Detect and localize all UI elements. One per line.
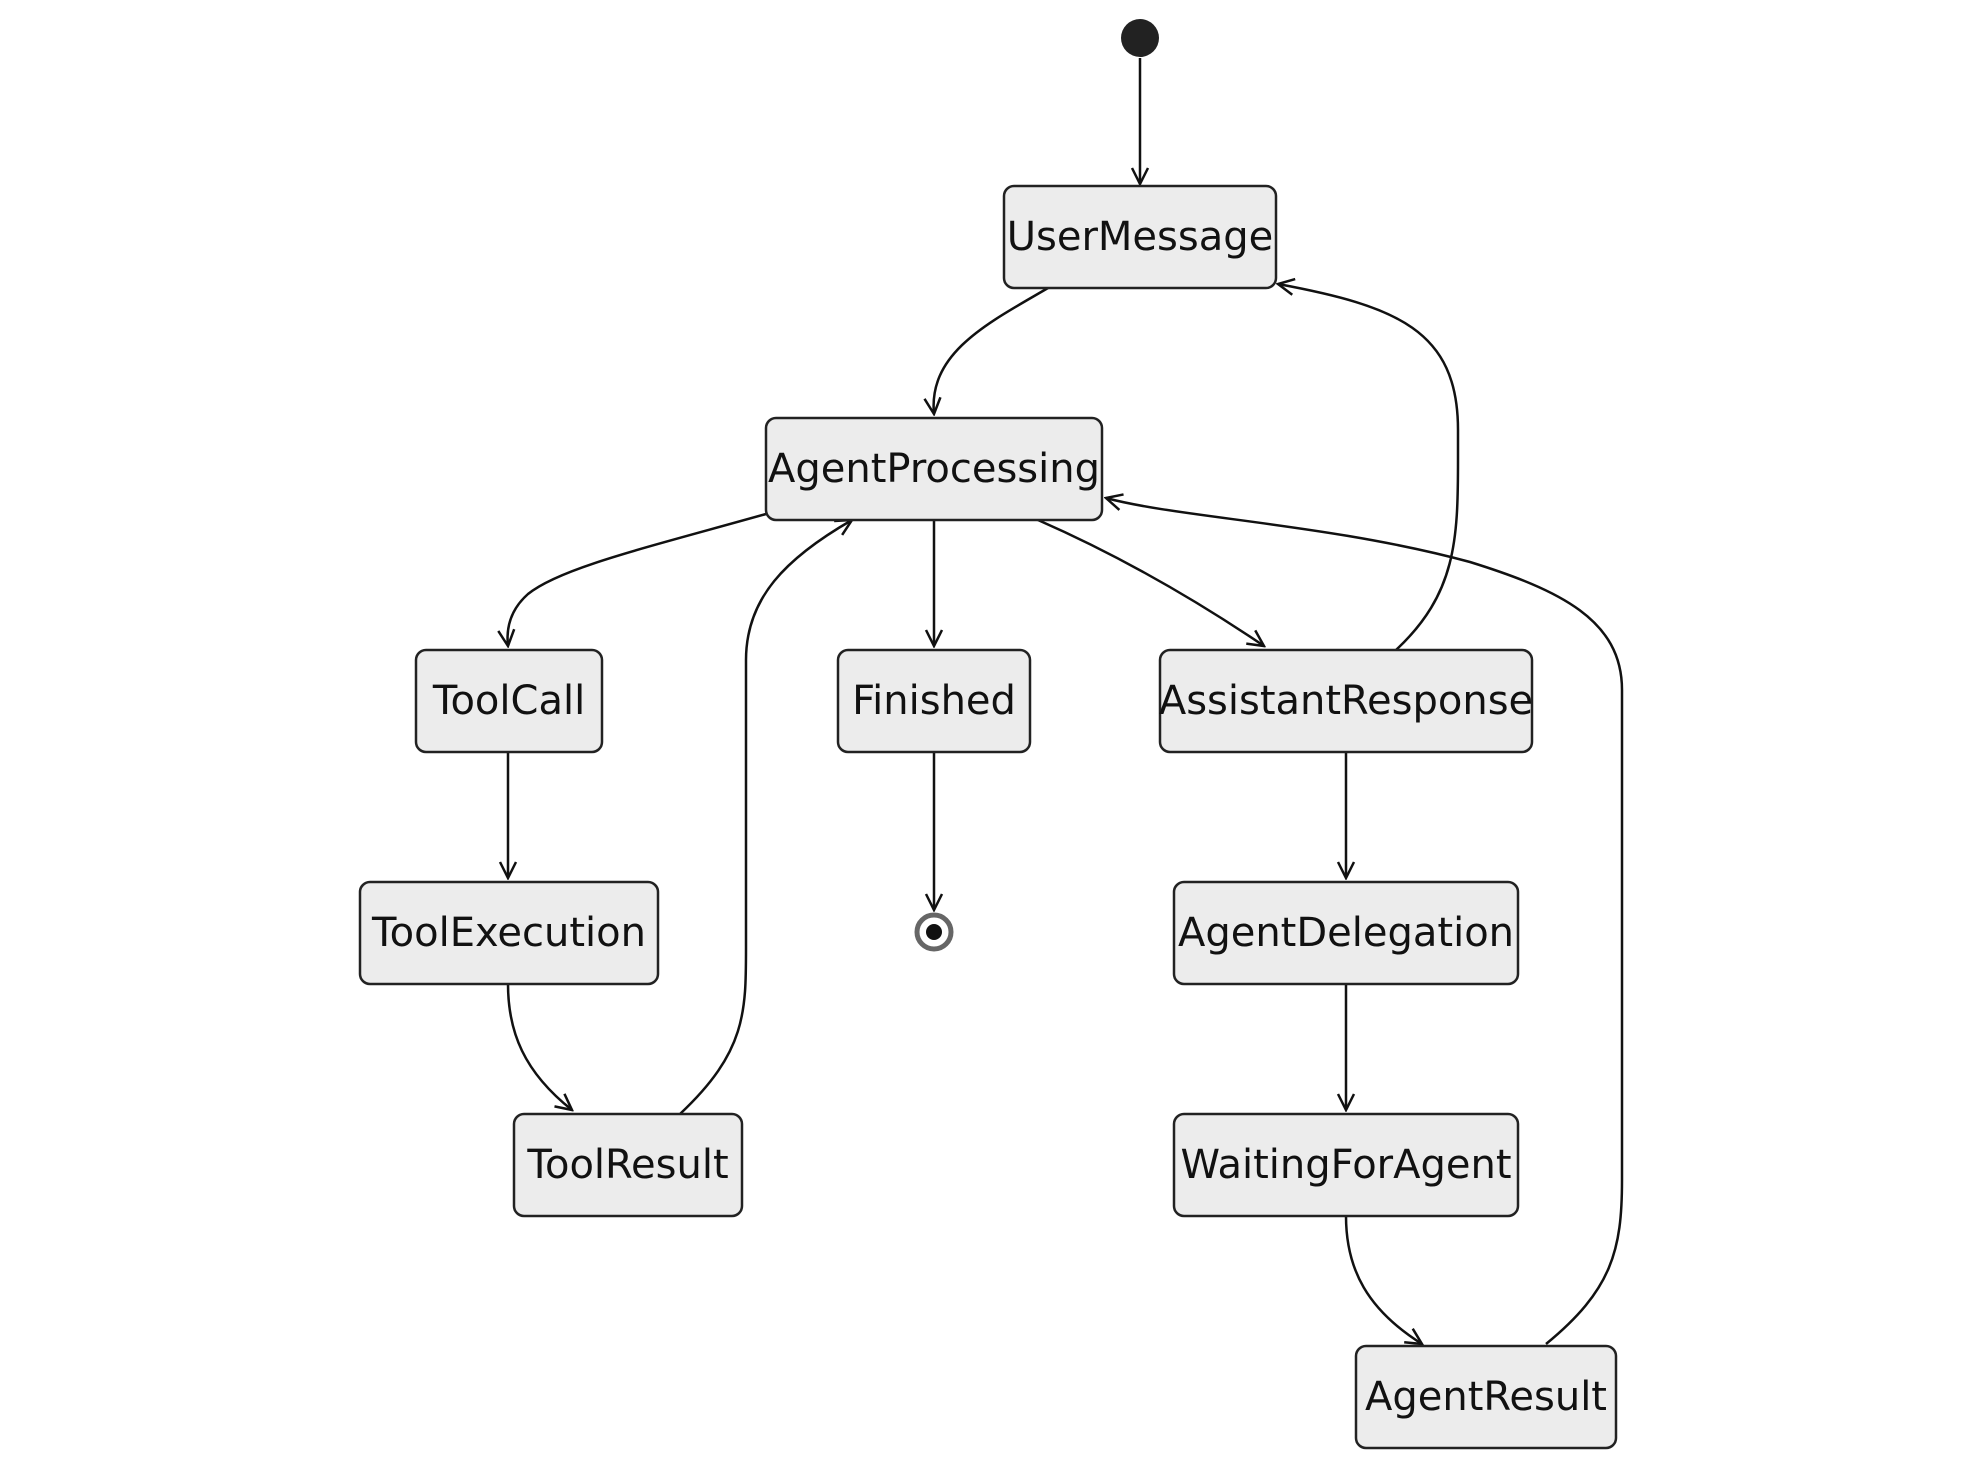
state-label: ToolCall <box>432 678 585 724</box>
start-state <box>1121 19 1159 57</box>
edge-agentprocessing-to-assistantresponse <box>1037 518 1264 646</box>
state-tool-result: ToolResult <box>512 1112 744 1218</box>
edge-assistantresponse-to-usermessage <box>1278 284 1460 651</box>
end-state <box>914 912 954 952</box>
state-label: WaitingForAgent <box>1180 1142 1511 1188</box>
transitions <box>506 58 1624 1345</box>
state-assistant-response: AssistantResponse <box>1158 648 1534 754</box>
state-tool-execution: ToolExecution <box>358 880 660 986</box>
state-label: AgentResult <box>1365 1374 1607 1420</box>
state-label: AssistantResponse <box>1159 678 1533 724</box>
state-label: ToolResult <box>526 1142 728 1188</box>
state-label: UserMessage <box>1007 214 1273 260</box>
state-waiting-for-agent: WaitingForAgent <box>1172 1112 1520 1218</box>
state-agent-delegation: AgentDelegation <box>1172 880 1520 986</box>
edge-toolresult-to-agentprocessing <box>679 520 852 1115</box>
state-label: AgentDelegation <box>1178 910 1514 956</box>
state-label: ToolExecution <box>371 910 646 956</box>
state-label: AgentProcessing <box>768 446 1100 492</box>
end-dot-icon <box>926 924 942 940</box>
edge-agentresult-to-agentprocessing <box>1106 498 1624 1345</box>
state-tool-call: ToolCall <box>414 648 604 754</box>
edge-agentprocessing-to-toolcall <box>508 512 767 646</box>
state-user-message: UserMessage <box>1002 184 1278 290</box>
edge-toolexecution-to-toolresult <box>506 983 572 1110</box>
edge-usermessage-to-agentprocessing <box>934 286 1049 414</box>
state-finished: Finished <box>836 648 1032 754</box>
state-label: Finished <box>852 678 1016 724</box>
edge-waitingforagent-to-agentresult <box>1344 1215 1422 1344</box>
state-agent-processing: AgentProcessing <box>764 416 1104 522</box>
state-agent-result: AgentResult <box>1354 1344 1618 1450</box>
start-dot-icon <box>1121 19 1159 57</box>
